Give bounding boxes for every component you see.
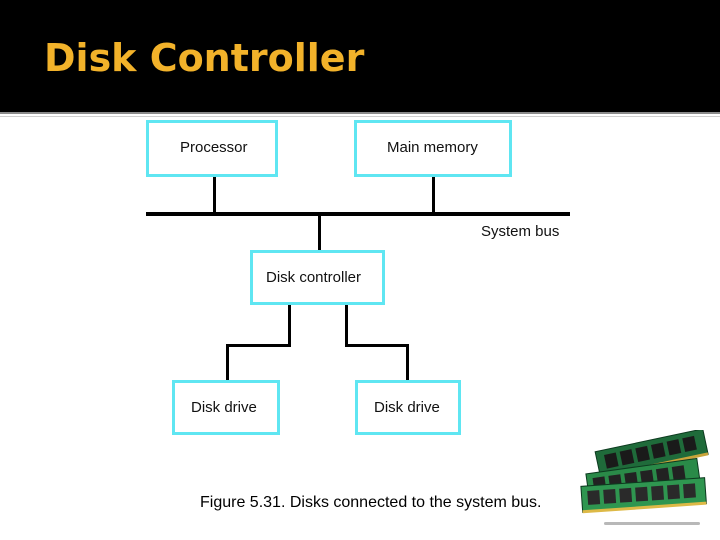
- main-memory-label: Main memory: [387, 139, 478, 156]
- memory-connector: [432, 177, 435, 215]
- disk-controller-label: Disk controller: [266, 269, 362, 286]
- drive2-connector-horizontal: [345, 344, 409, 347]
- drive1-connector-vertical-top: [288, 305, 291, 346]
- header-divider: [0, 112, 720, 114]
- drive2-connector-vertical-top: [345, 305, 348, 346]
- processor-label: Processor: [180, 139, 248, 156]
- drive1-connector-vertical-bottom: [226, 344, 229, 382]
- processor-box: [146, 120, 278, 177]
- slide-header: [0, 0, 720, 112]
- disk-drive-label-2: Disk drive: [374, 399, 440, 416]
- system-bus-label: System bus: [481, 223, 560, 240]
- disk-drive-label-1: Disk drive: [191, 399, 257, 416]
- disk-controller-box: [250, 250, 385, 305]
- drive2-connector-vertical-bottom: [406, 344, 409, 382]
- slide-title: Disk Controller: [44, 36, 365, 80]
- system-bus-line: [146, 212, 570, 216]
- figure-caption: Figure 5.31. Disks connected to the syst…: [200, 494, 542, 511]
- drive1-connector-horizontal: [226, 344, 291, 347]
- controller-connector: [318, 216, 321, 250]
- header-divider-thin: [0, 116, 720, 117]
- memory-module-icon: [580, 430, 709, 525]
- disk-drive-box-2: [355, 380, 461, 435]
- main-memory-box: [354, 120, 512, 177]
- processor-connector: [213, 177, 216, 215]
- disk-drive-box-1: [172, 380, 280, 435]
